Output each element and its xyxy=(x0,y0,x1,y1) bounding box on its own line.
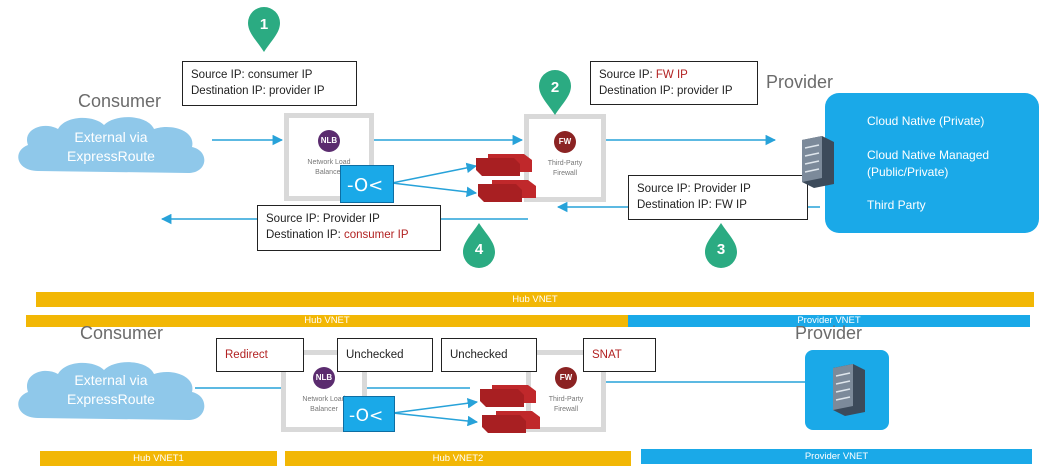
box2-src-value: FW IP xyxy=(655,69,688,81)
firewall-brick-icon-bottom xyxy=(480,385,540,433)
box4-dst-prefix: Destination IP: xyxy=(266,229,344,241)
info-box-step1: Source IP: consumer IP Destination IP: p… xyxy=(182,61,357,106)
box3-src: Source IP: Provider IP xyxy=(637,183,751,195)
box4-dst-value: consumer IP xyxy=(343,229,409,241)
step-number-2: 2 xyxy=(550,79,560,96)
provider-item-managed-2: (Public/Private) xyxy=(867,165,949,179)
provider-vnet-bar-bottom: Provider VNET xyxy=(628,315,1030,327)
arrow-lb-to-fw-b xyxy=(391,182,478,198)
hub-vnet-bar-top: Hub VNET xyxy=(36,292,1034,307)
svg-text:-O<: -O< xyxy=(347,175,383,196)
box1-src-prefix: Source IP: xyxy=(191,69,248,81)
provider-vnet-bar-base: Provider VNET xyxy=(641,449,1032,464)
step-number-4: 4 xyxy=(474,241,484,258)
nlb-bottom-text-2: Balancer xyxy=(310,406,338,413)
cloud-icon xyxy=(18,117,205,173)
nlb-text-1: Network Load xyxy=(307,159,351,166)
box2-dst: Destination IP: provider IP xyxy=(599,85,733,97)
provider-item-managed-1: Cloud Native Managed xyxy=(867,148,990,162)
cloud-line-1: External via xyxy=(74,129,148,145)
info-box-step4: Source IP: Provider IP Destination IP: c… xyxy=(257,205,441,251)
hub-vnet1-bar: Hub VNET1 xyxy=(40,451,277,466)
provider-heading-bottom: Provider xyxy=(795,323,863,343)
server-icon xyxy=(802,136,834,188)
fw-bottom-text-2: Firewall xyxy=(553,406,579,413)
provider-server-tile xyxy=(805,350,889,430)
firewall-brick-icon xyxy=(476,154,536,202)
box2-src-prefix: Source IP: xyxy=(599,69,656,81)
tag-snat: SNAT xyxy=(583,338,656,372)
info-box-step3: Source IP: Provider IP Destination IP: F… xyxy=(628,175,808,220)
step-number-1: 1 xyxy=(259,16,269,33)
nlb-text-2: Balancer xyxy=(315,169,343,176)
fw-badge: FW xyxy=(554,131,576,153)
svg-text:-O<: -O< xyxy=(349,406,383,426)
cloud-bottom-line-1: External via xyxy=(74,372,148,388)
provider-heading: Provider xyxy=(766,72,834,92)
nlb-badge: NLB xyxy=(318,130,340,152)
tag-unchecked-fw: Unchecked xyxy=(441,338,537,372)
provider-item-cloud-native: Cloud Native (Private) xyxy=(867,114,985,128)
cloud-icon-bottom xyxy=(18,362,205,420)
fw-text-1: Third-Party xyxy=(547,160,583,167)
cloud-line-2: ExpressRoute xyxy=(67,148,155,164)
info-box-step2: Source IP: FW IP Destination IP: provide… xyxy=(590,61,758,105)
box1-src-value: consumer IP xyxy=(247,69,313,81)
load-balancer-icon: -O< xyxy=(340,165,394,203)
tag-redirect: Redirect xyxy=(216,338,304,372)
load-balancer-icon-bottom: -O< xyxy=(343,396,395,432)
tag-unchecked-nlb: Unchecked xyxy=(337,338,433,372)
consumer-heading: Consumer xyxy=(78,91,162,111)
cloud-bottom-line-2: ExpressRoute xyxy=(67,391,155,407)
hub-vnet2-bar: Hub VNET2 xyxy=(285,451,631,466)
hub-vnet-bar-bottom: Hub VNET xyxy=(26,315,628,327)
step-marker-4: 4 xyxy=(462,222,496,268)
fw-bottom-text-1: Third-Party xyxy=(548,396,584,403)
step-marker-3: 3 xyxy=(704,222,738,268)
arrow-lb-to-fw-a xyxy=(391,162,478,184)
nlb-badge-bottom: NLB xyxy=(313,367,335,389)
box4-src: Source IP: Provider IP xyxy=(266,213,380,225)
external-cloud: External via ExpressRoute xyxy=(8,113,214,183)
box1-dst: Destination IP: provider IP xyxy=(191,85,325,97)
server-icon-bottom xyxy=(833,364,865,416)
step-marker-2: 2 xyxy=(538,70,572,116)
external-cloud-bottom: External via ExpressRoute xyxy=(8,356,214,426)
provider-services-panel: Cloud Native (Private) Cloud Native Mana… xyxy=(825,93,1039,233)
step-number-3: 3 xyxy=(716,241,726,258)
step-marker-1: 1 xyxy=(247,7,281,53)
box3-dst: Destination IP: FW IP xyxy=(637,199,747,211)
fw-badge-bottom: FW xyxy=(555,367,577,389)
fw-text-2: Firewall xyxy=(552,170,578,177)
nlb-bottom-text-1: Network Load xyxy=(302,396,346,403)
consumer-heading-bottom: Consumer xyxy=(80,323,164,343)
provider-item-third-party: Third Party xyxy=(867,198,926,212)
